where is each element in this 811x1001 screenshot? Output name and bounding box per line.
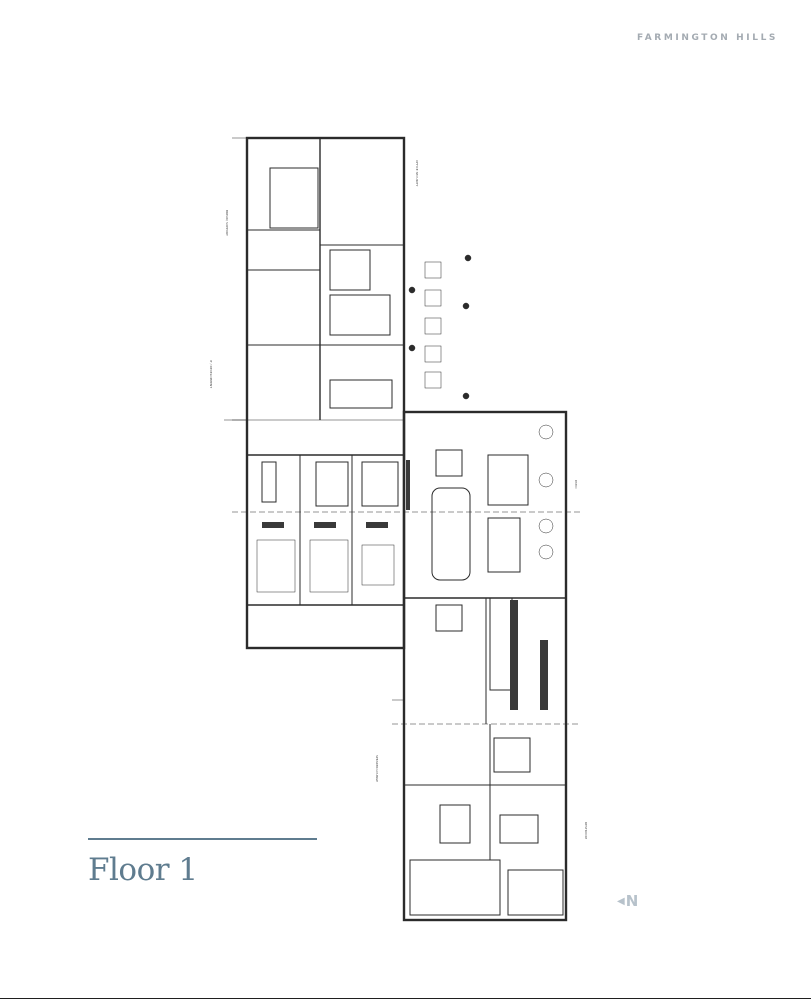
compass-letter: N [625,892,639,910]
west-wing-wall [245,136,406,650]
svg-text:BREAK/ SUPPORT: BREAK/ SUPPORT [225,210,229,236]
svg-text:PATIO: PATIO [574,480,578,489]
svg-text:IT / DEVELOPMENT: IT / DEVELOPMENT [209,360,213,388]
svg-text:RESTROOM: RESTROOM [584,822,588,840]
location-label: FARMINGTON HILLS [637,33,778,43]
compass: ◀ N [617,892,638,910]
bottom-divider [0,998,811,999]
arrow-left-icon: ◀ [617,895,625,907]
divider-rule [88,838,317,840]
svg-text:SPEAKER LOUNGE: SPEAKER LOUNGE [375,755,379,782]
svg-text:OFFICE SECURITY: OFFICE SECURITY [415,160,419,187]
page-title: Floor 1 [88,852,198,888]
